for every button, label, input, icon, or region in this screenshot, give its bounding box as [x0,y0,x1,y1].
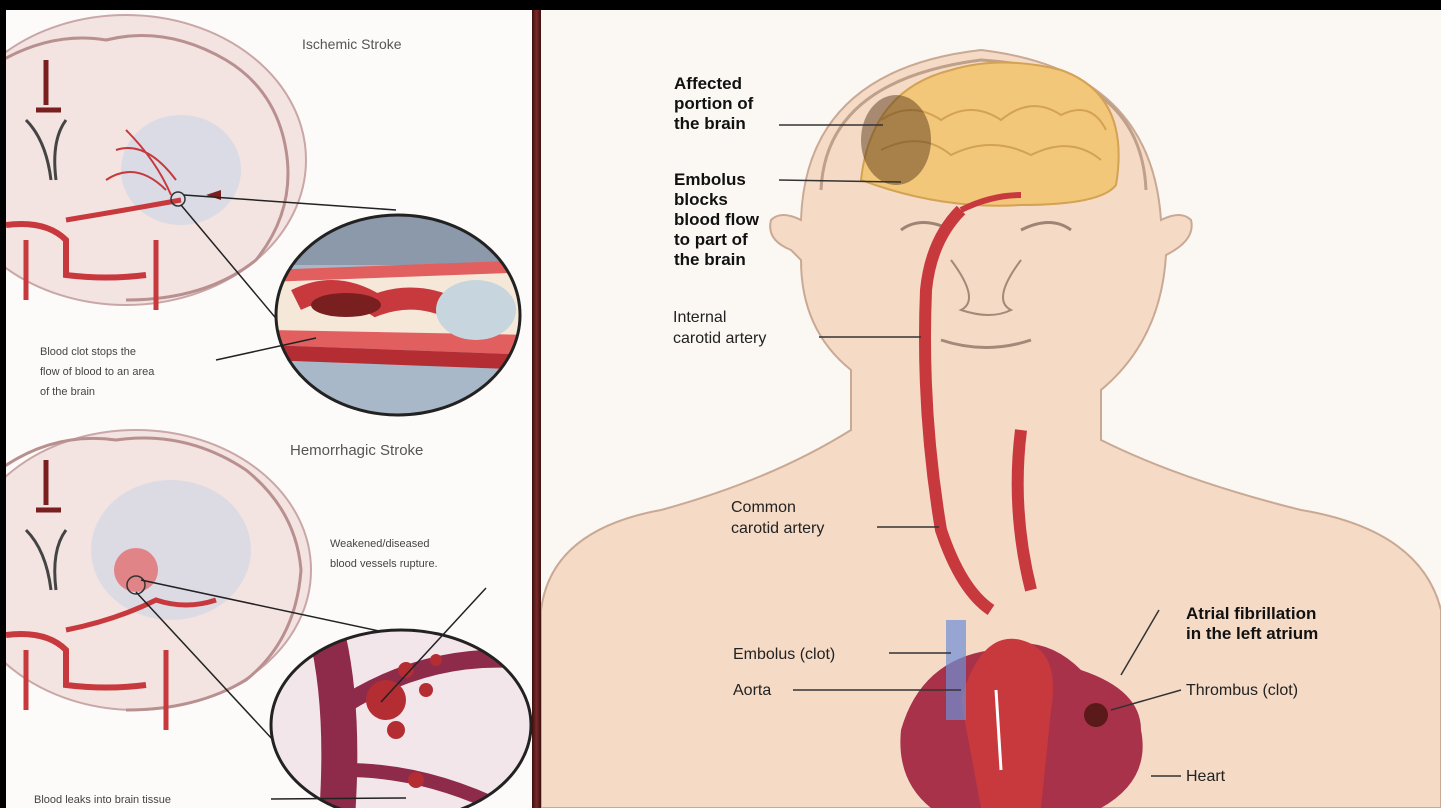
label-thrombus: Thrombus (clot) [1186,680,1298,701]
hemorrhagic-stroke-title: Hemorrhagic Stroke [290,442,423,459]
ischemic-stroke-title: Ischemic Stroke [302,36,402,52]
hemorrhagic-caption: Blood leaks into brain tissue [34,790,171,808]
stroke-cross-sections-illustration [6,10,532,808]
label-affected-brain: Affected portion of the brain [674,74,753,134]
hemorrhagic-magnified-vessel [271,630,531,808]
label-embolus-clot: Embolus (clot) [733,644,835,665]
label-atrial-fibrillation: Atrial fibrillation in the left atrium [1186,604,1318,644]
label-common-carotid: Common carotid artery [731,497,824,539]
label-aorta: Aorta [733,680,771,701]
ischemic-magnified-artery [266,210,532,415]
embolic-stroke-panel: Affected portion of the brain Embolus bl… [541,10,1441,808]
stroke-types-panel: Ischemic Stroke Blood clot stops the flo… [6,10,532,808]
label-internal-carotid: Internal carotid artery [673,307,766,349]
ischemic-caption: Blood clot stops the flow of blood to an… [40,342,154,402]
hemorrhagic-callout: Weakened/diseased blood vessels rupture. [330,534,438,574]
label-embolus-blocks: Embolus blocks blood flow to part of the… [674,170,759,270]
panel-divider [532,10,541,808]
label-heart: Heart [1186,766,1225,787]
